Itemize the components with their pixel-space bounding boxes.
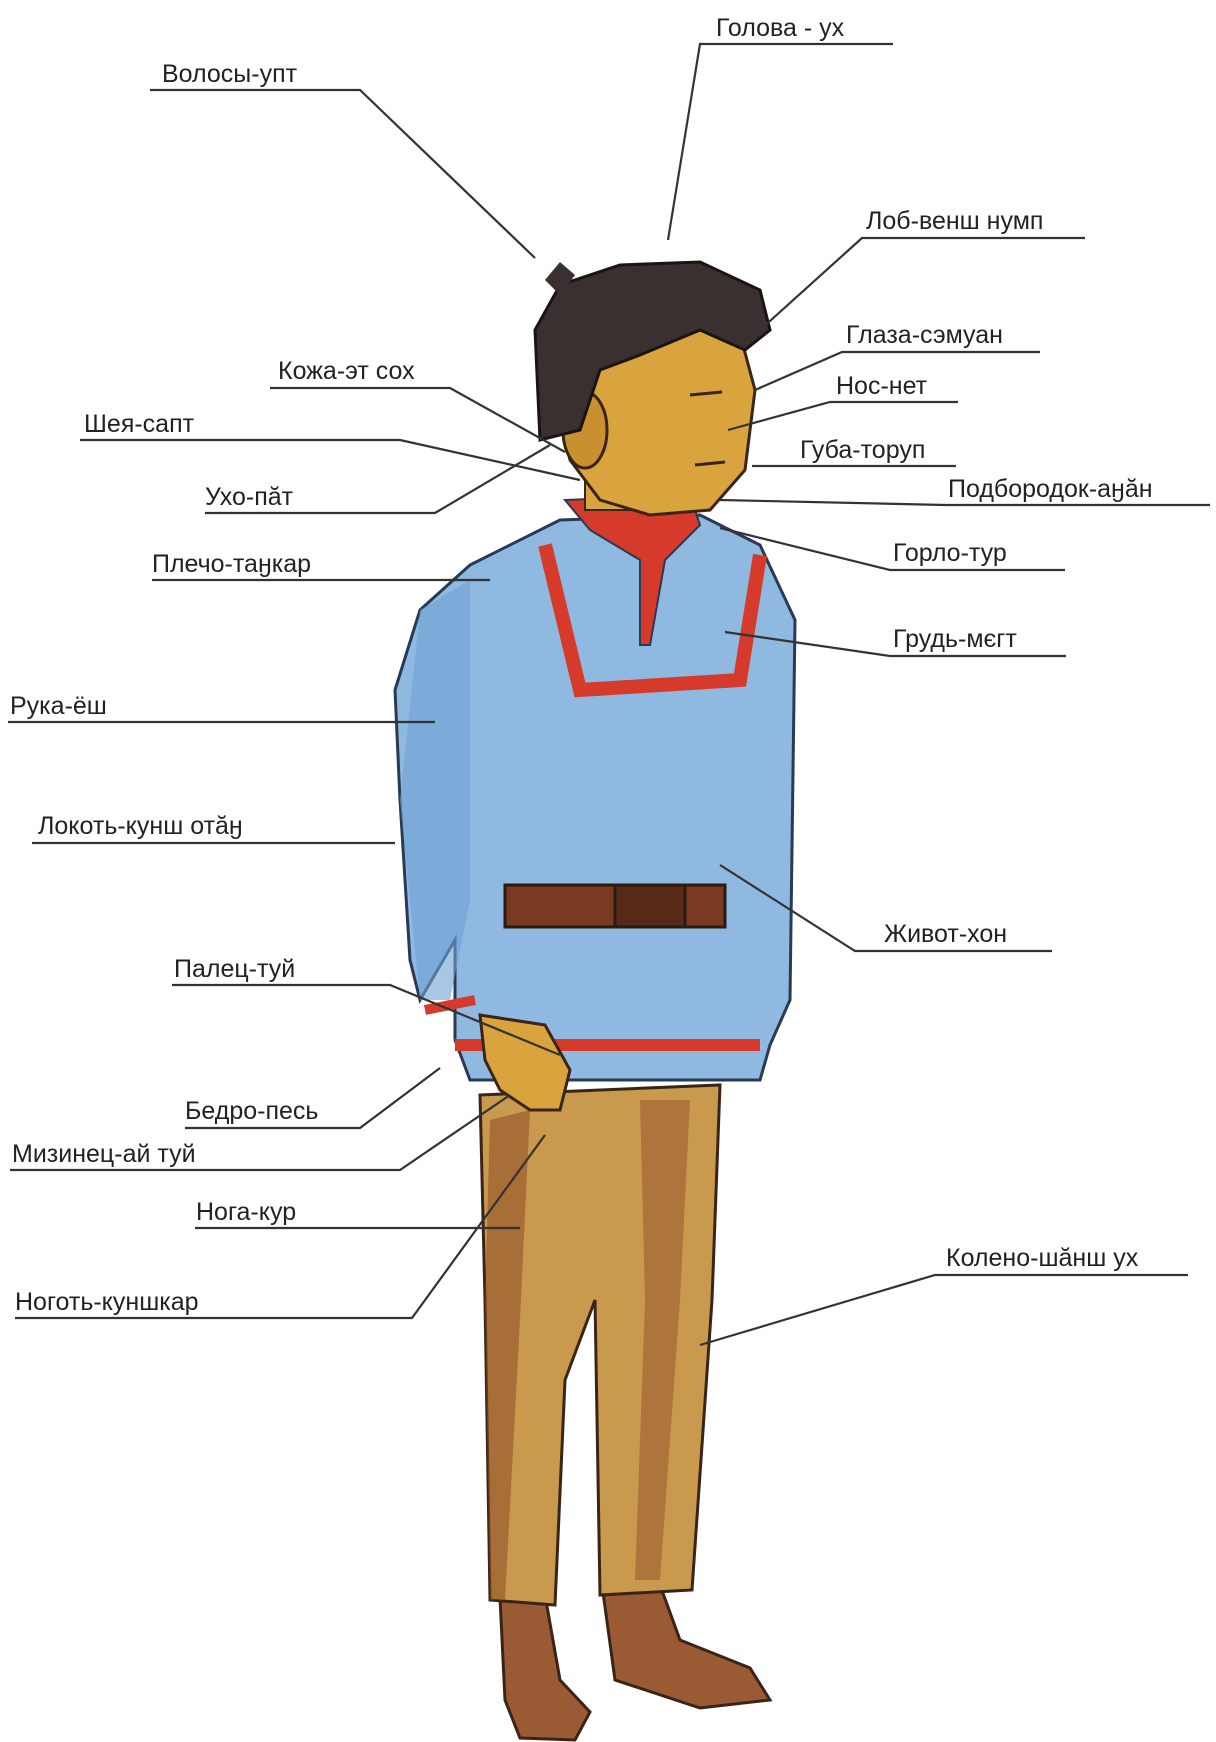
belt-buckle xyxy=(615,885,685,927)
label-nail: Ноготь-куншкар xyxy=(15,1288,199,1316)
label-little-finger: Мизинец-ай туй xyxy=(12,1140,196,1168)
label-skin: Кожа-эт сох xyxy=(278,357,415,385)
label-ear: Ухо-пăт xyxy=(205,483,293,511)
label-elbow: Локоть-кунш отăӈ xyxy=(38,812,243,840)
label-knee: Колено-шăнш ух xyxy=(946,1244,1138,1272)
label-finger: Палец-туй xyxy=(174,955,295,983)
label-neck: Шея-сапт xyxy=(84,410,194,438)
label-head: Голова - ух xyxy=(716,14,844,42)
label-forehead: Лоб-венш нумп xyxy=(866,207,1043,235)
label-hair: Волосы-упт xyxy=(162,60,297,88)
label-arm: Рука-ёш xyxy=(10,692,107,720)
label-chest: Грудь-мєгт xyxy=(893,625,1017,653)
label-belly: Живот-хон xyxy=(884,920,1007,948)
label-lip: Губа-торуп xyxy=(800,436,925,464)
label-chin: Подбородок-аӈăн xyxy=(948,475,1153,503)
label-shoulder: Плечо-таӈкар xyxy=(152,550,311,578)
label-throat: Горло-тур xyxy=(893,539,1007,567)
label-eyes: Глаза-сэмуан xyxy=(846,321,1003,349)
left-boot xyxy=(500,1595,590,1740)
label-nose: Нос-нет xyxy=(836,372,927,400)
label-thigh: Бедро-песь xyxy=(185,1097,318,1125)
right-boot xyxy=(602,1585,770,1708)
label-leg: Нога-кур xyxy=(196,1198,296,1226)
